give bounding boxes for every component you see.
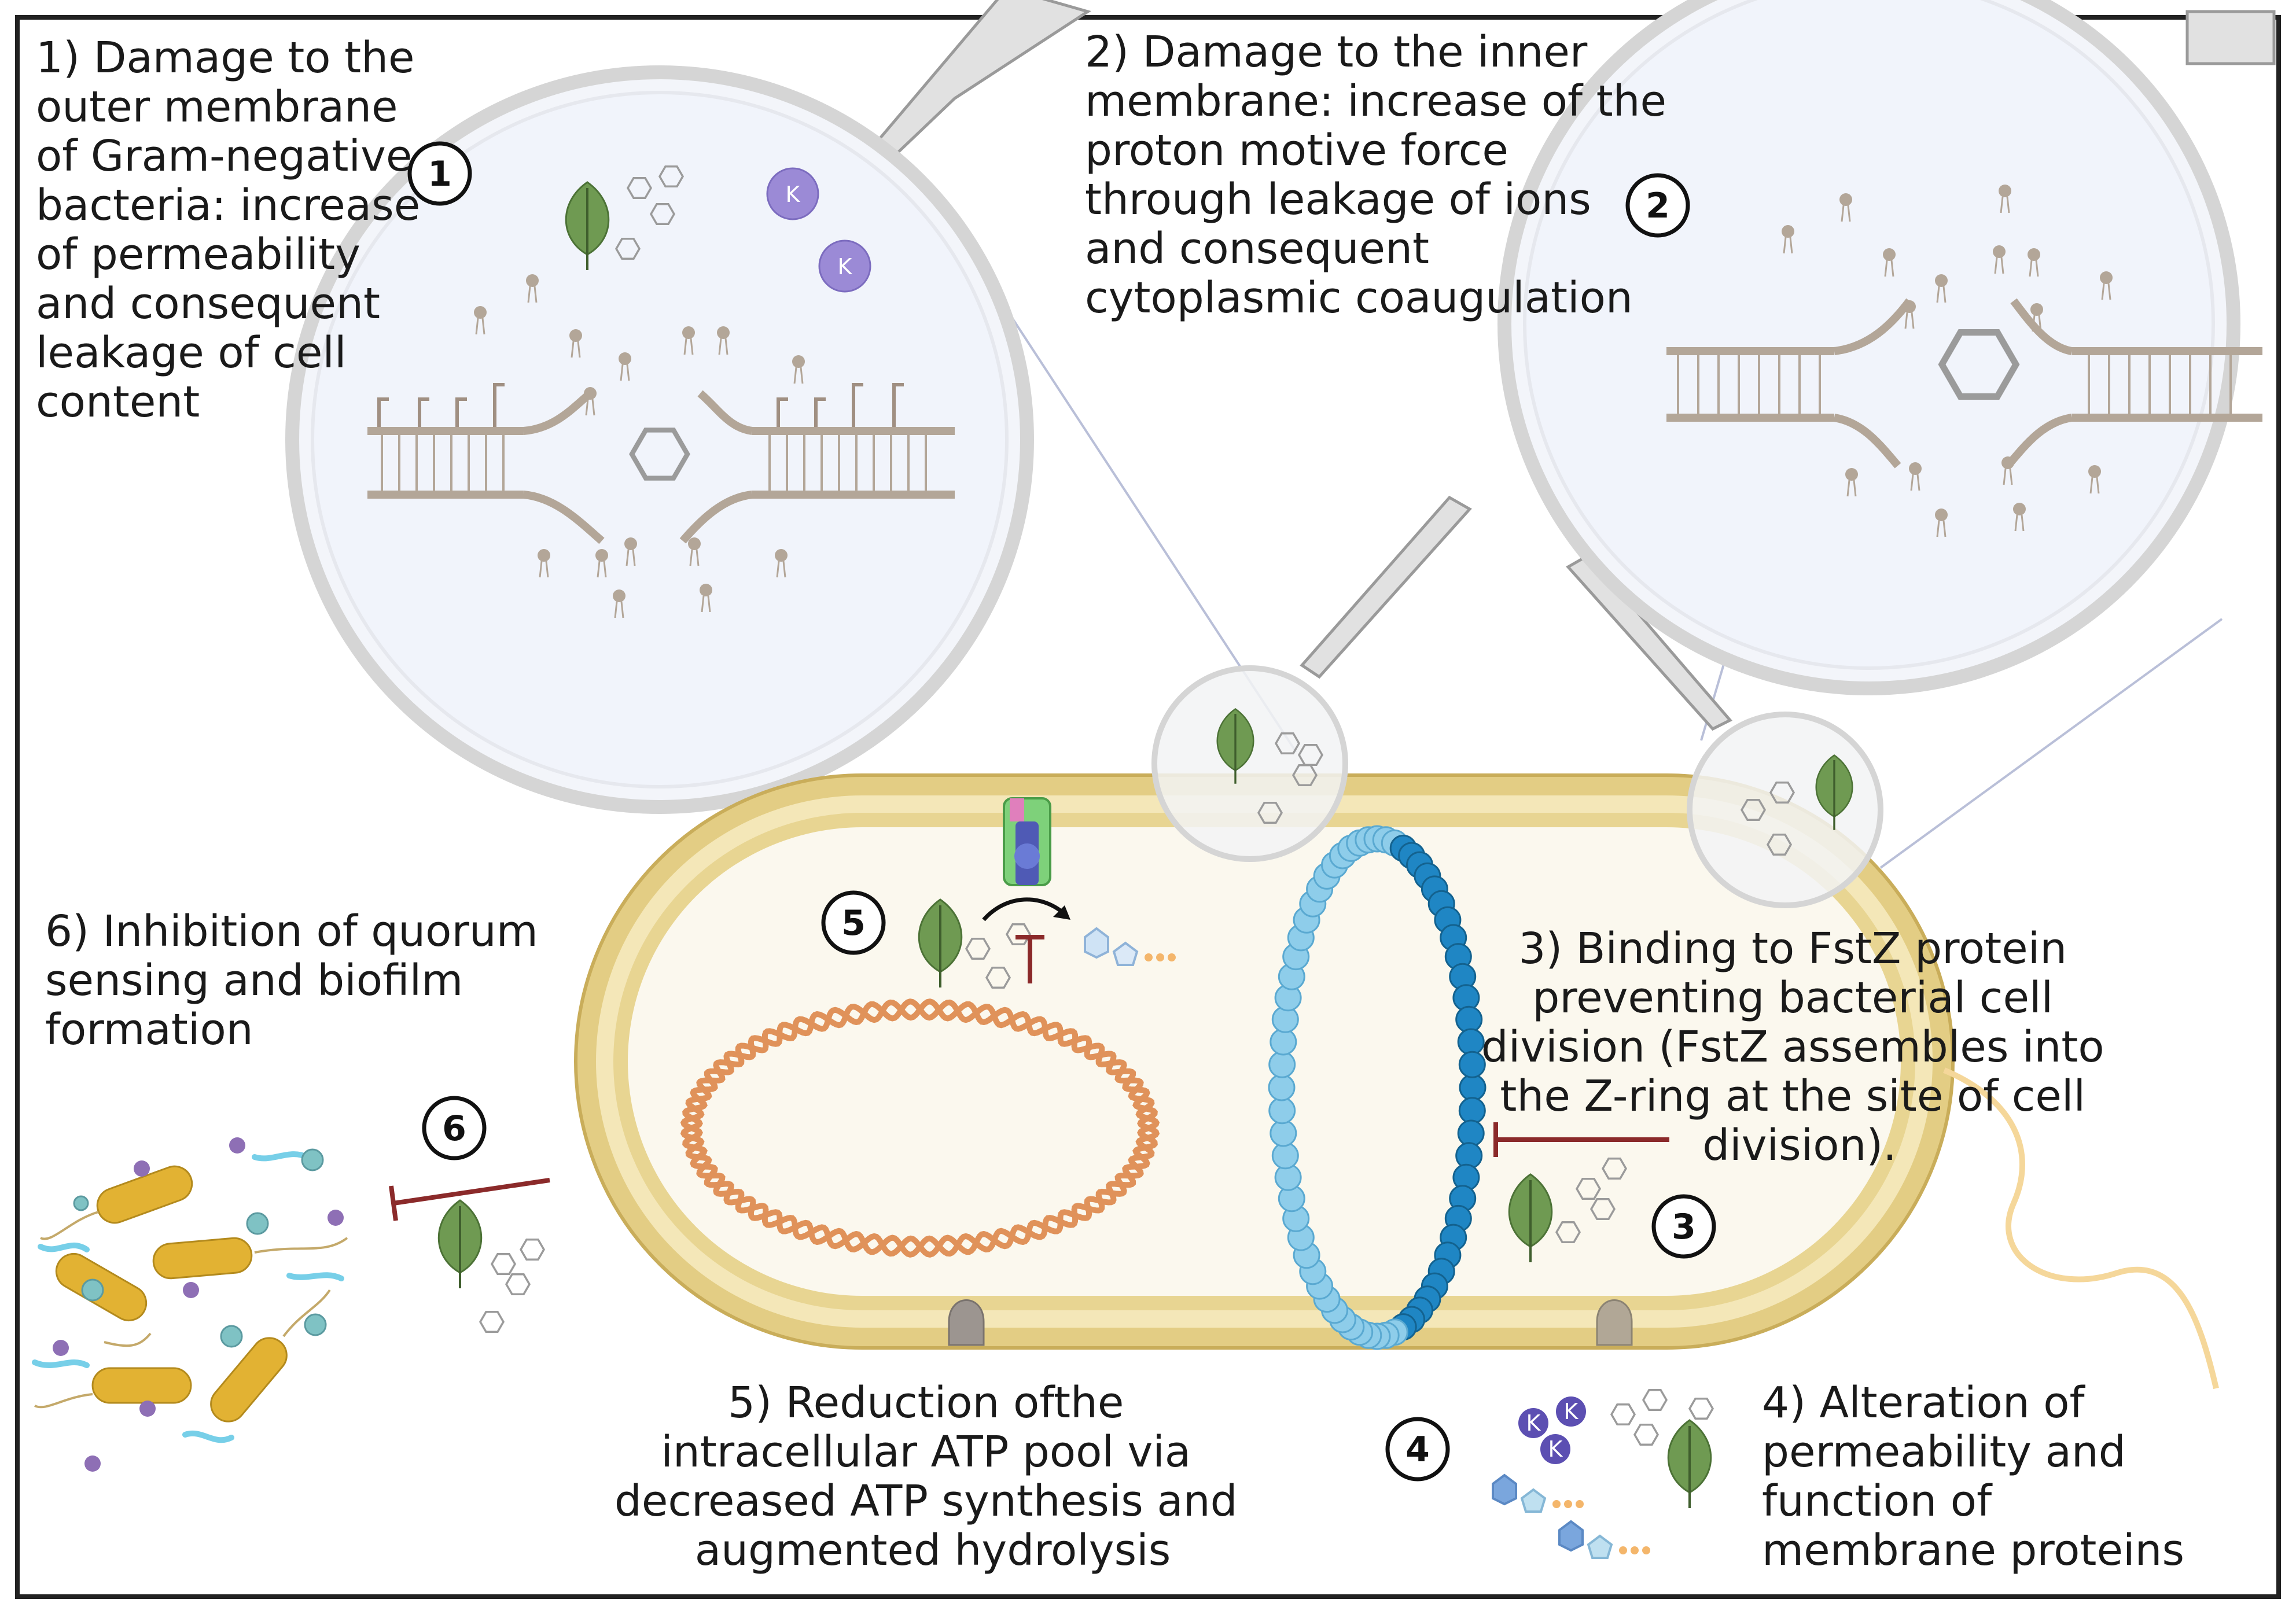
step-4-leaf-icon	[1667, 1419, 1712, 1509]
step-4-k-ions: K K K	[1518, 1396, 1586, 1464]
svg-text:3: 3	[1672, 1207, 1696, 1247]
bacterial-chromosome-dna	[680, 998, 1160, 1258]
inner-membrane-bilayer	[1666, 298, 2262, 469]
label-atp-reduction: 5) Reduction ofthe intracellular ATP poo…	[615, 1378, 1251, 1575]
ftsz-inhibitor	[1493, 1122, 1669, 1157]
atp-synthase-icon	[1003, 797, 1051, 886]
label-quorum-sensing: 6) Inhibition of quorum sensing and biof…	[45, 907, 551, 1055]
quorum-sensing-inhibitor	[389, 1178, 550, 1221]
label-inner-membrane-damage: 2) Damage to the inner membrane: increas…	[1085, 27, 1680, 323]
svg-text:4: 4	[1405, 1429, 1430, 1470]
ftsz-monomer	[1455, 1005, 1483, 1033]
ftsz-monomer	[1271, 1142, 1299, 1170]
atp-molecule-icon	[1084, 927, 1176, 966]
magnifier-handle-1	[877, 0, 1091, 159]
ftsz-monomer	[1458, 1097, 1486, 1125]
magnifier-handle-2	[2185, 10, 2276, 65]
frame-border	[15, 15, 2281, 1599]
small-magnifier-1	[1151, 665, 1348, 862]
flagellum	[1943, 1067, 2219, 1390]
svg-text:1: 1	[428, 154, 452, 194]
ftsz-monomer	[1270, 1028, 1297, 1056]
badge-2: 2	[1625, 173, 1690, 238]
ftsz-monomer	[1268, 1051, 1296, 1078]
step-4-atp-molecules	[1492, 1473, 1650, 1559]
ftsz-monomer	[1459, 1074, 1486, 1101]
ftsz-monomer	[1458, 1051, 1486, 1078]
badge-1: 1	[407, 141, 472, 206]
label-ftsz-binding: 3) Binding to FstZ protein preventing ba…	[1481, 924, 2118, 1170]
lipopolysaccharide-chains	[377, 383, 904, 427]
svg-text:2: 2	[1646, 186, 1670, 226]
label-membrane-proteins: 4) Alteration of permeability and functi…	[1762, 1378, 2184, 1575]
badge-6: 6	[422, 1096, 487, 1160]
ftsz-monomer	[1270, 1119, 1297, 1147]
magnified-outer-membrane-view: K K	[285, 65, 1034, 814]
membrane-porin-right	[1596, 1299, 1633, 1346]
k-ion-1: K	[766, 167, 819, 220]
membrane-porin-left	[948, 1299, 985, 1346]
svg-text:5: 5	[841, 903, 866, 944]
ftsz-monomer	[1268, 1097, 1296, 1125]
svg-text:K: K	[786, 182, 801, 207]
ftsz-monomer	[1457, 1119, 1485, 1147]
outer-membrane-bilayer	[367, 390, 955, 544]
biofilm-bacteria	[32, 1137, 348, 1472]
label-outer-membrane-damage: 1) Damage to the outer membrane of Gram-…	[36, 33, 434, 427]
ftsz-monomer	[1268, 1074, 1296, 1101]
svg-text:K: K	[1548, 1436, 1563, 1462]
ftsz-monomer	[1457, 1028, 1485, 1056]
small-magnifier-handle-1	[1300, 495, 1472, 679]
small-magnifier-2	[1687, 712, 1883, 908]
step-6-phenolic-icons	[479, 1238, 545, 1333]
svg-text:K: K	[838, 254, 853, 279]
svg-text:6: 6	[442, 1108, 466, 1149]
svg-text:K: K	[1526, 1410, 1541, 1436]
step-6-leaf-icon	[437, 1199, 483, 1289]
ftsz-ring	[1268, 825, 1486, 1350]
badge-5: 5	[821, 890, 886, 955]
svg-text:K: K	[1564, 1399, 1579, 1424]
badge-3: 3	[1651, 1194, 1716, 1259]
atp-synthesis-arrow	[982, 897, 1066, 922]
k-ion-2: K	[818, 239, 871, 293]
atp-synthesis-arrowhead	[1053, 905, 1070, 920]
atp-synthesis-inhibitor	[1015, 935, 1044, 983]
magnified-inner-membrane-view	[1497, 0, 2262, 695]
badge-4: 4	[1385, 1417, 1450, 1482]
